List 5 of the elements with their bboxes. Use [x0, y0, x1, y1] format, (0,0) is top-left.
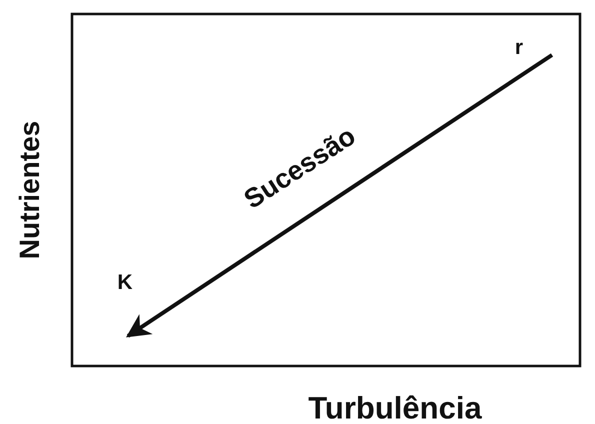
axis-title: Turbulência: [308, 392, 482, 424]
axis-title: Nutrientes: [16, 120, 44, 260]
arrow: [126, 53, 554, 338]
point-label: K: [112, 270, 138, 294]
point-label: r: [508, 35, 530, 59]
